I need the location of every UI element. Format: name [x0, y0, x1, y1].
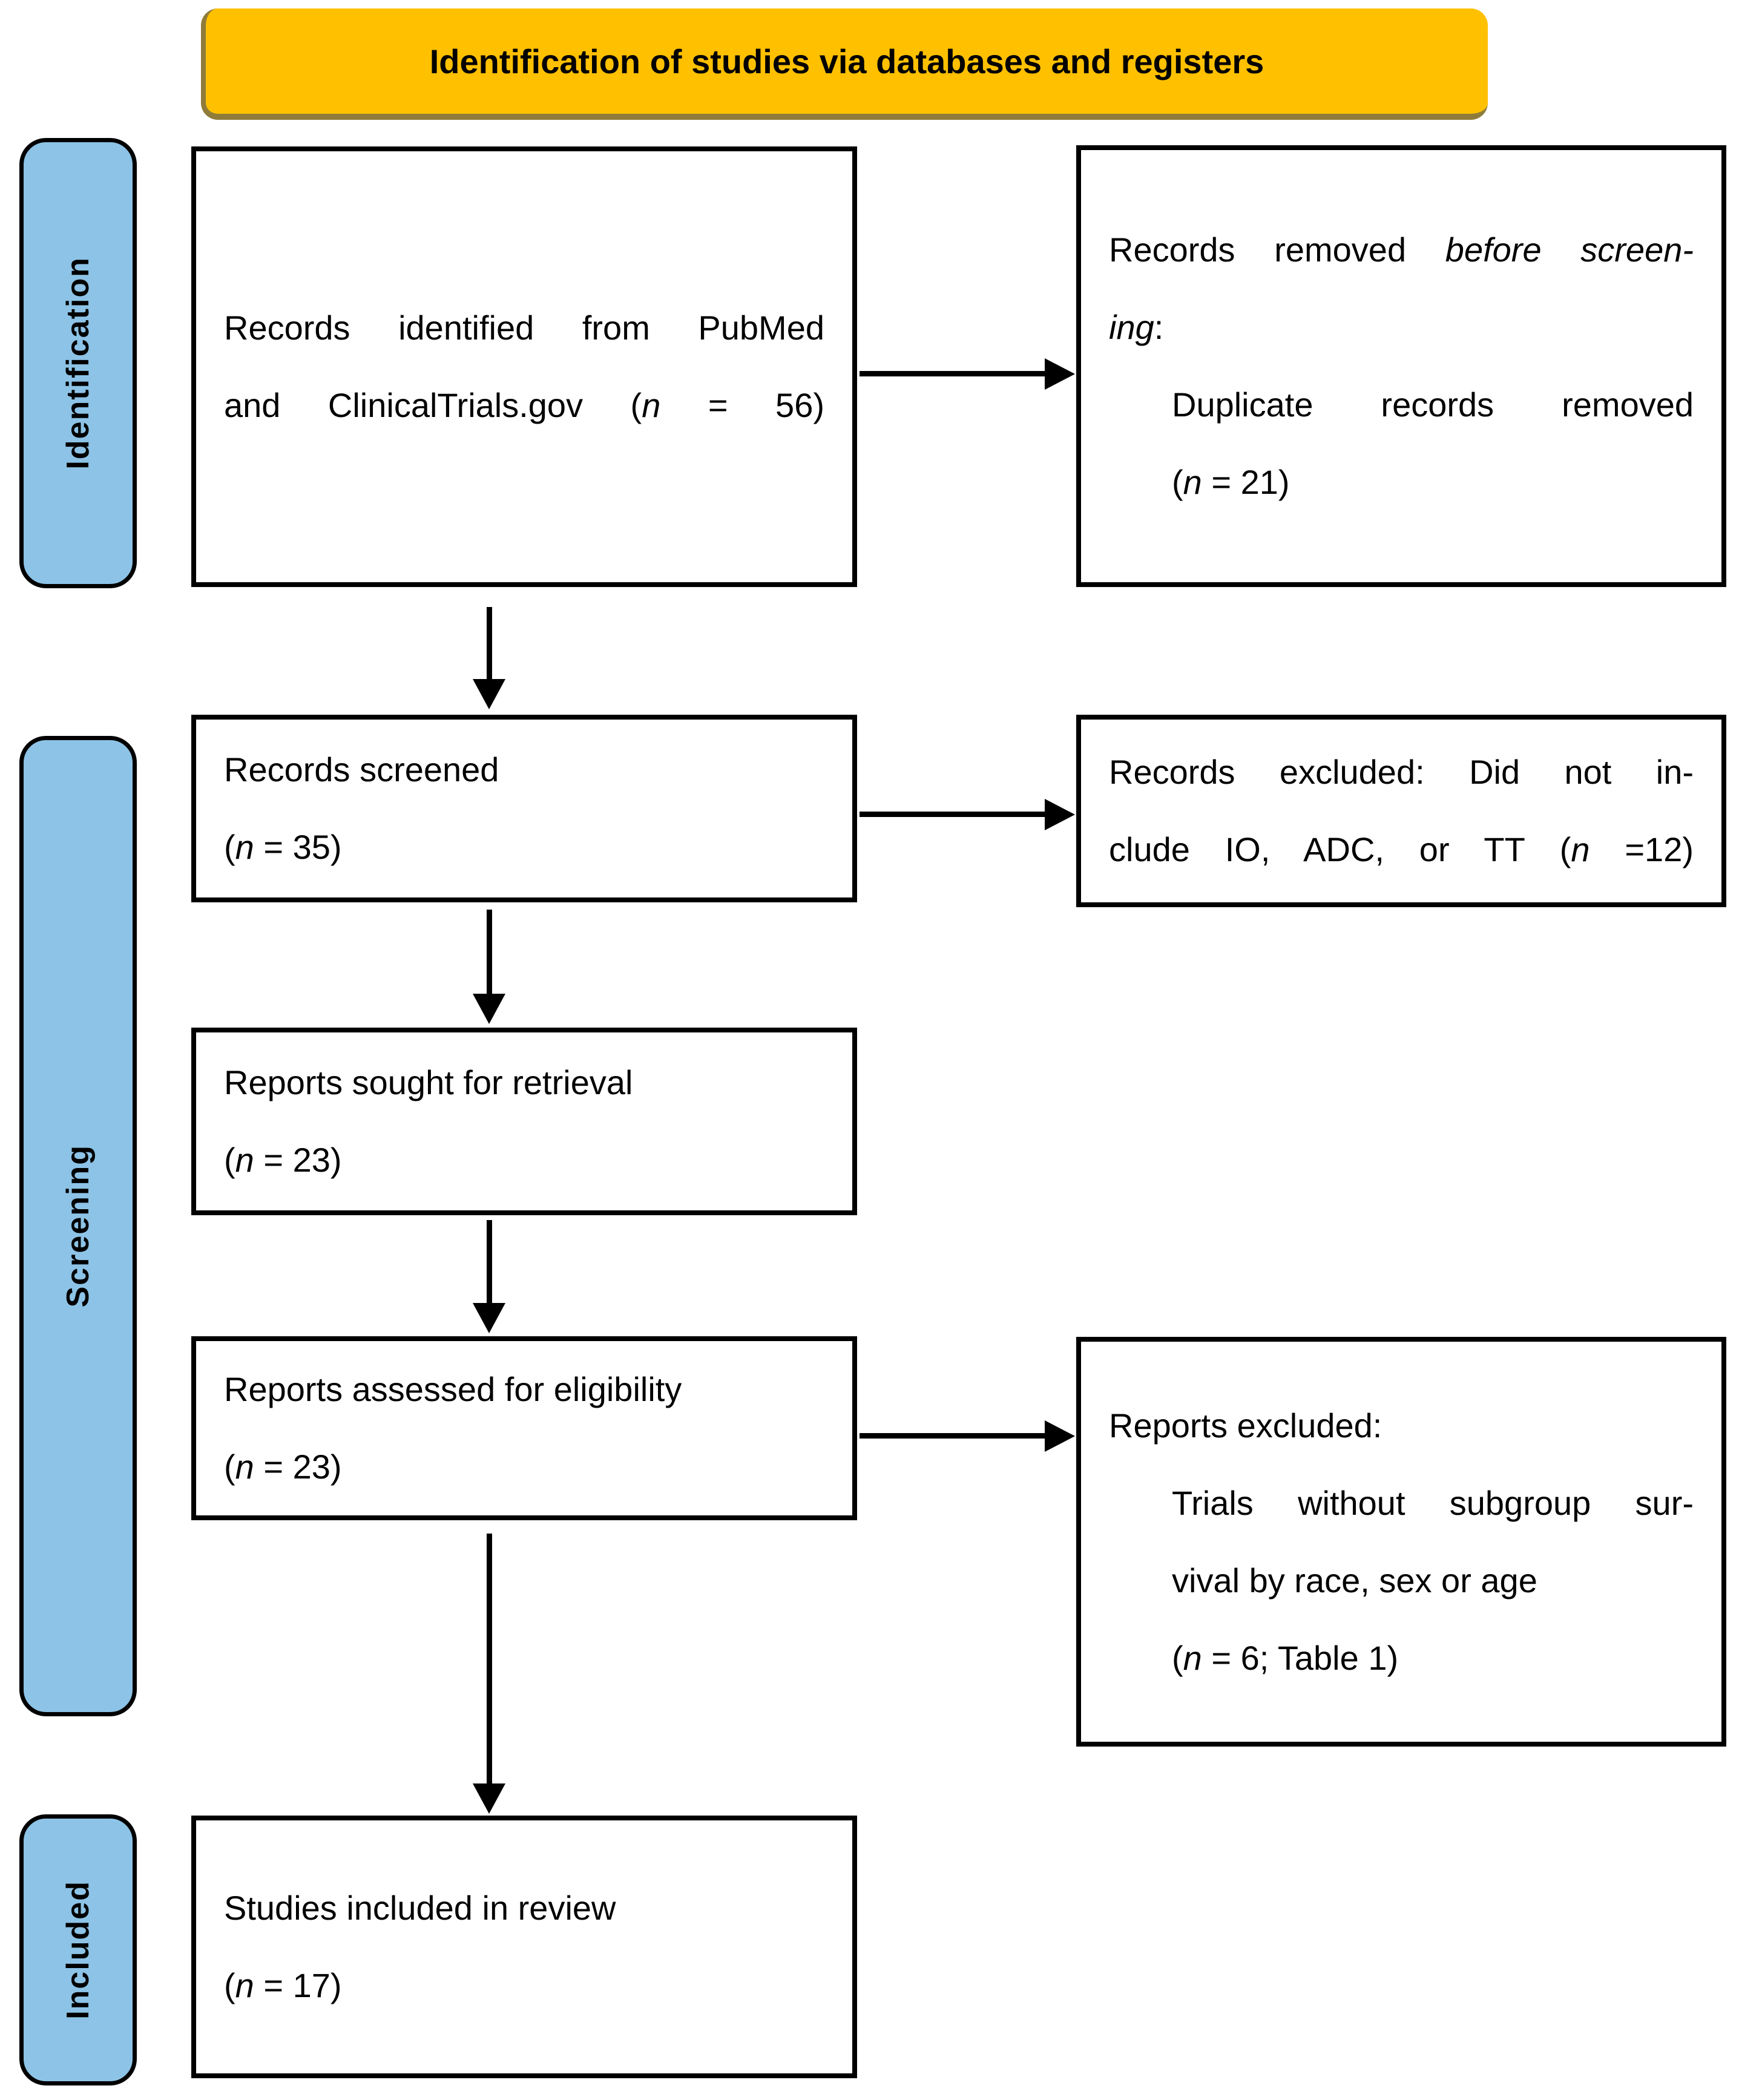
reports-assessed-line-1: Reports assessed for eligibility	[224, 1351, 824, 1428]
reports-excluded-line-2: Trials without subgroup sur-	[1109, 1465, 1694, 1542]
text-segment: =12)	[1589, 830, 1694, 868]
arrow-identified-to-screened	[487, 607, 492, 681]
arrow-screened-to-excluded	[860, 812, 1046, 817]
italic-n: n	[235, 828, 254, 866]
text-segment: Reports sought for retrieval	[224, 1063, 633, 1101]
records-identified-line-2: and ClinicalTrials.gov (n = 56)	[224, 367, 824, 444]
stage-label-included-text: Included	[61, 1880, 96, 2020]
records-removed-line-4: (n = 21)	[1109, 444, 1694, 521]
arrowhead-right-3	[1045, 1420, 1075, 1452]
records-excluded-line-1: Records excluded: Did not in-	[1109, 733, 1694, 811]
diagram-title: Identification of studies via databases …	[429, 42, 1264, 80]
studies-included-line-2: (n = 17)	[224, 1947, 824, 2024]
italic-n: n	[1183, 1638, 1202, 1677]
text-segment: Records identified from PubMed	[224, 309, 824, 347]
stage-label-identification: Identification	[19, 138, 137, 588]
text-segment: (	[1172, 1638, 1183, 1677]
text-segment: :	[1154, 308, 1164, 346]
stage-label-screening: Screening	[19, 736, 137, 1716]
box-records-removed: Records removed before screen- ing: Dupl…	[1076, 145, 1726, 587]
arrowhead-right-1	[1045, 358, 1075, 390]
text-segment: Records removed	[1109, 231, 1445, 269]
italic-n: n	[235, 1448, 254, 1486]
text-segment: (	[224, 1966, 235, 2004]
stage-label-screening-text: Screening	[61, 1144, 96, 1308]
reports-excluded-line-3: vival by race, sex or age	[1109, 1542, 1694, 1619]
italic-segment: ing	[1109, 308, 1154, 346]
text-segment: Duplicate records removed	[1172, 386, 1694, 424]
arrow-identified-to-removed	[860, 371, 1046, 376]
text-segment: Reports excluded:	[1109, 1406, 1382, 1445]
text-segment: = 17)	[254, 1966, 342, 2004]
text-segment: = 56)	[660, 386, 824, 424]
records-identified-line-1: Records identified from PubMed	[224, 289, 824, 367]
box-reports-excluded: Reports excluded: Trials without subgrou…	[1076, 1337, 1726, 1747]
arrowhead-right-2	[1045, 799, 1075, 830]
text-segment: (	[224, 828, 235, 866]
arrowhead-down-1	[473, 679, 505, 709]
records-removed-line-3: Duplicate records removed	[1109, 366, 1694, 444]
text-segment: (	[1172, 463, 1183, 501]
arrowhead-down-2	[473, 994, 505, 1024]
text-segment: vival by race, sex or age	[1172, 1561, 1537, 1600]
italic-n: n	[1183, 463, 1202, 501]
records-removed-line-2: ing:	[1109, 289, 1694, 366]
reports-excluded-line-4: (n = 6; Table 1)	[1109, 1619, 1694, 1697]
text-segment: = 35)	[254, 828, 342, 866]
box-studies-included: Studies included in review (n = 17)	[191, 1816, 857, 2078]
text-segment: Records excluded: Did not in-	[1109, 753, 1694, 791]
italic-n: n	[1571, 830, 1590, 868]
arrow-sought-to-assessed	[487, 1220, 492, 1305]
italic-n: n	[235, 1966, 254, 2004]
text-segment: Trials without subgroup sur-	[1172, 1483, 1694, 1522]
text-segment: and ClinicalTrials.gov (	[224, 386, 642, 424]
box-reports-assessed: Reports assessed for eligibility (n = 23…	[191, 1336, 857, 1520]
reports-excluded-line-1: Reports excluded:	[1109, 1387, 1694, 1465]
italic-n: n	[642, 386, 661, 424]
studies-included-line-1: Studies included in review	[224, 1869, 824, 1947]
arrow-screened-to-sought	[487, 910, 492, 996]
box-records-excluded: Records excluded: Did not in- clude IO, …	[1076, 715, 1726, 907]
text-segment: = 6; Table 1)	[1202, 1638, 1399, 1677]
italic-segment: before screen-	[1445, 231, 1694, 269]
text-segment: = 23)	[254, 1141, 342, 1179]
text-segment: Records screened	[224, 750, 499, 789]
stage-label-identification-text: Identification	[61, 257, 96, 470]
text-segment: Studies included in review	[224, 1889, 616, 1927]
arrowhead-down-3	[473, 1303, 505, 1333]
box-records-identified: Records identified from PubMed and Clini…	[191, 146, 857, 587]
records-screened-line-2: (n = 35)	[224, 809, 824, 886]
records-removed-line-1: Records removed before screen-	[1109, 211, 1694, 289]
text-segment: clude IO, ADC, or TT (	[1109, 830, 1571, 868]
box-records-screened: Records screened (n = 35)	[191, 715, 857, 902]
box-reports-sought: Reports sought for retrieval (n = 23)	[191, 1028, 857, 1215]
italic-n: n	[235, 1141, 254, 1179]
text-segment: (	[224, 1141, 235, 1179]
text-segment: = 23)	[254, 1448, 342, 1486]
text-segment: = 21)	[1202, 463, 1290, 501]
records-screened-line-1: Records screened	[224, 731, 824, 809]
stage-label-included: Included	[19, 1814, 137, 2085]
reports-sought-line-1: Reports sought for retrieval	[224, 1044, 824, 1121]
reports-assessed-line-2: (n = 23)	[224, 1428, 824, 1506]
diagram-title-banner: Identification of studies via databases …	[201, 8, 1488, 120]
text-segment: Reports assessed for eligibility	[224, 1370, 682, 1408]
arrowhead-down-4	[473, 1783, 505, 1814]
records-excluded-line-2: clude IO, ADC, or TT (n =12)	[1109, 811, 1694, 888]
text-segment: (	[224, 1448, 235, 1486]
reports-sought-line-2: (n = 23)	[224, 1121, 824, 1199]
arrow-assessed-to-studies-included	[487, 1534, 492, 1785]
arrow-assessed-to-reports-excluded	[860, 1433, 1046, 1439]
